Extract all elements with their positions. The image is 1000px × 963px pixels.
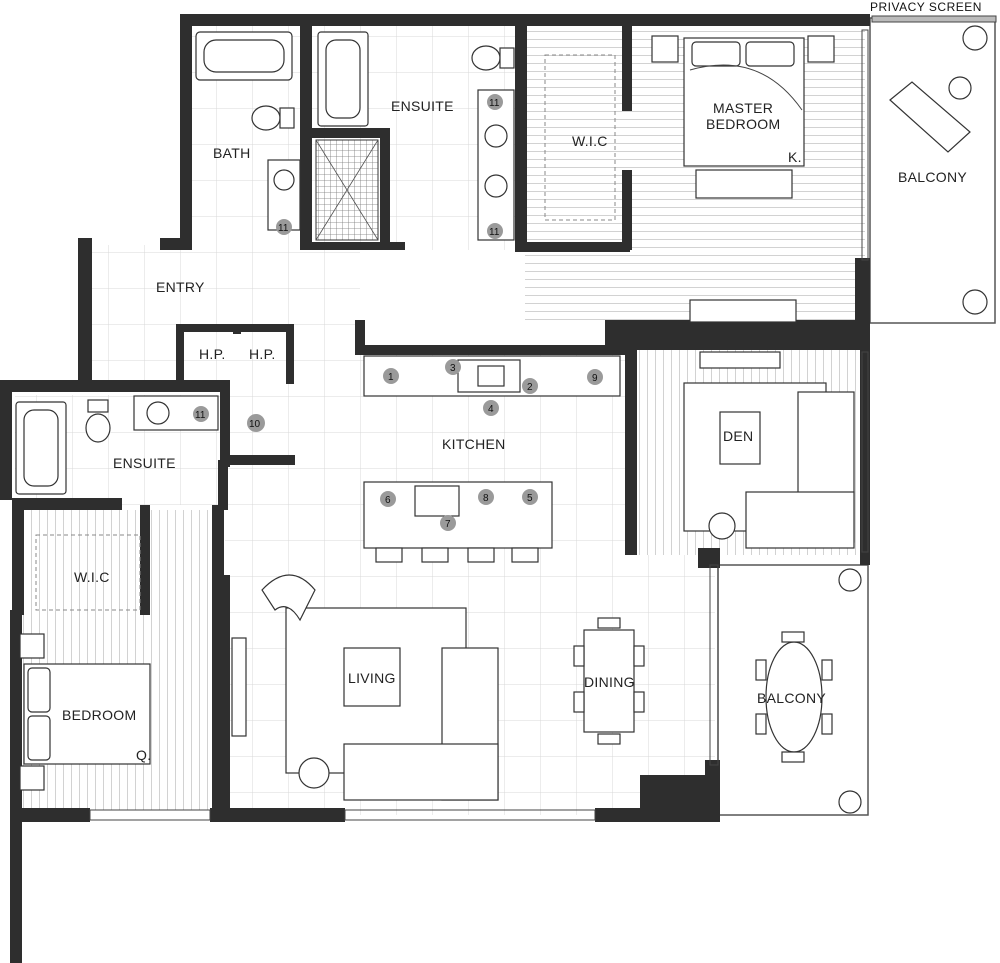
badge-i7: 7	[445, 519, 451, 530]
room-labels: PRIVACY SCREEN BATH ENSUITE W.I.C MASTER…	[62, 0, 982, 763]
badge-ensuite-left: 11	[195, 410, 206, 421]
master-furniture	[544, 35, 835, 323]
ensuite-left-fixtures	[15, 395, 219, 495]
label-master-line2: BEDROOM	[706, 116, 780, 132]
privacy-screen-label: PRIVACY SCREEN	[870, 0, 982, 14]
badge-i5: 5	[527, 493, 533, 504]
badge-bath-sink: 11	[278, 223, 289, 234]
label-wic-left: W.I.C	[74, 569, 110, 585]
badge-ensuite-top-2: 11	[489, 227, 500, 238]
label-bath: BATH	[213, 145, 251, 161]
badge-10: 10	[249, 419, 261, 430]
walls	[0, 14, 870, 963]
badge-i6: 6	[385, 495, 391, 506]
bedroom-furniture	[19, 534, 151, 791]
balcony-furniture	[755, 25, 988, 814]
label-hp1: H.P.	[199, 346, 226, 362]
den-furniture	[683, 351, 855, 549]
kitchen-counters	[363, 355, 621, 563]
badge-k4: 4	[488, 404, 494, 415]
label-balcony-top: BALCONY	[898, 169, 967, 185]
badge-i8: 8	[483, 493, 489, 504]
windows	[89, 29, 869, 821]
ensuite-top-fixtures	[315, 31, 515, 241]
label-den: DEN	[723, 428, 753, 444]
label-kitchen: KITCHEN	[442, 436, 506, 452]
label-ensuite-left: ENSUITE	[113, 455, 176, 471]
label-bedroom: BEDROOM	[62, 707, 136, 723]
badge-k1: 1	[388, 372, 394, 383]
badge-ensuite-top-1: 11	[489, 98, 500, 109]
bath-fixtures	[195, 31, 301, 231]
label-hp2: H.P.	[249, 346, 276, 362]
label-balcony-right: BALCONY	[757, 690, 826, 706]
badge-k3: 3	[450, 363, 456, 374]
privacy-screen-bar	[871, 15, 997, 23]
badge-k2: 2	[527, 382, 533, 393]
label-master-bed-size: K.	[788, 149, 802, 165]
label-living: LIVING	[348, 670, 396, 686]
dining-furniture	[573, 617, 645, 745]
label-ensuite-top: ENSUITE	[391, 98, 454, 114]
label-master-line1: MASTER	[713, 100, 773, 116]
living-furniture	[231, 574, 499, 801]
label-dining: DINING	[584, 674, 635, 690]
appliance-badges: 11 11 11 1 3 2 9 4 11 10 6 8 5 7	[193, 94, 603, 531]
label-bedroom-bed-size: Q.	[136, 747, 151, 763]
label-entry: ENTRY	[156, 279, 205, 295]
badge-k9: 9	[592, 373, 598, 384]
label-wic-top: W.I.C	[572, 133, 608, 149]
